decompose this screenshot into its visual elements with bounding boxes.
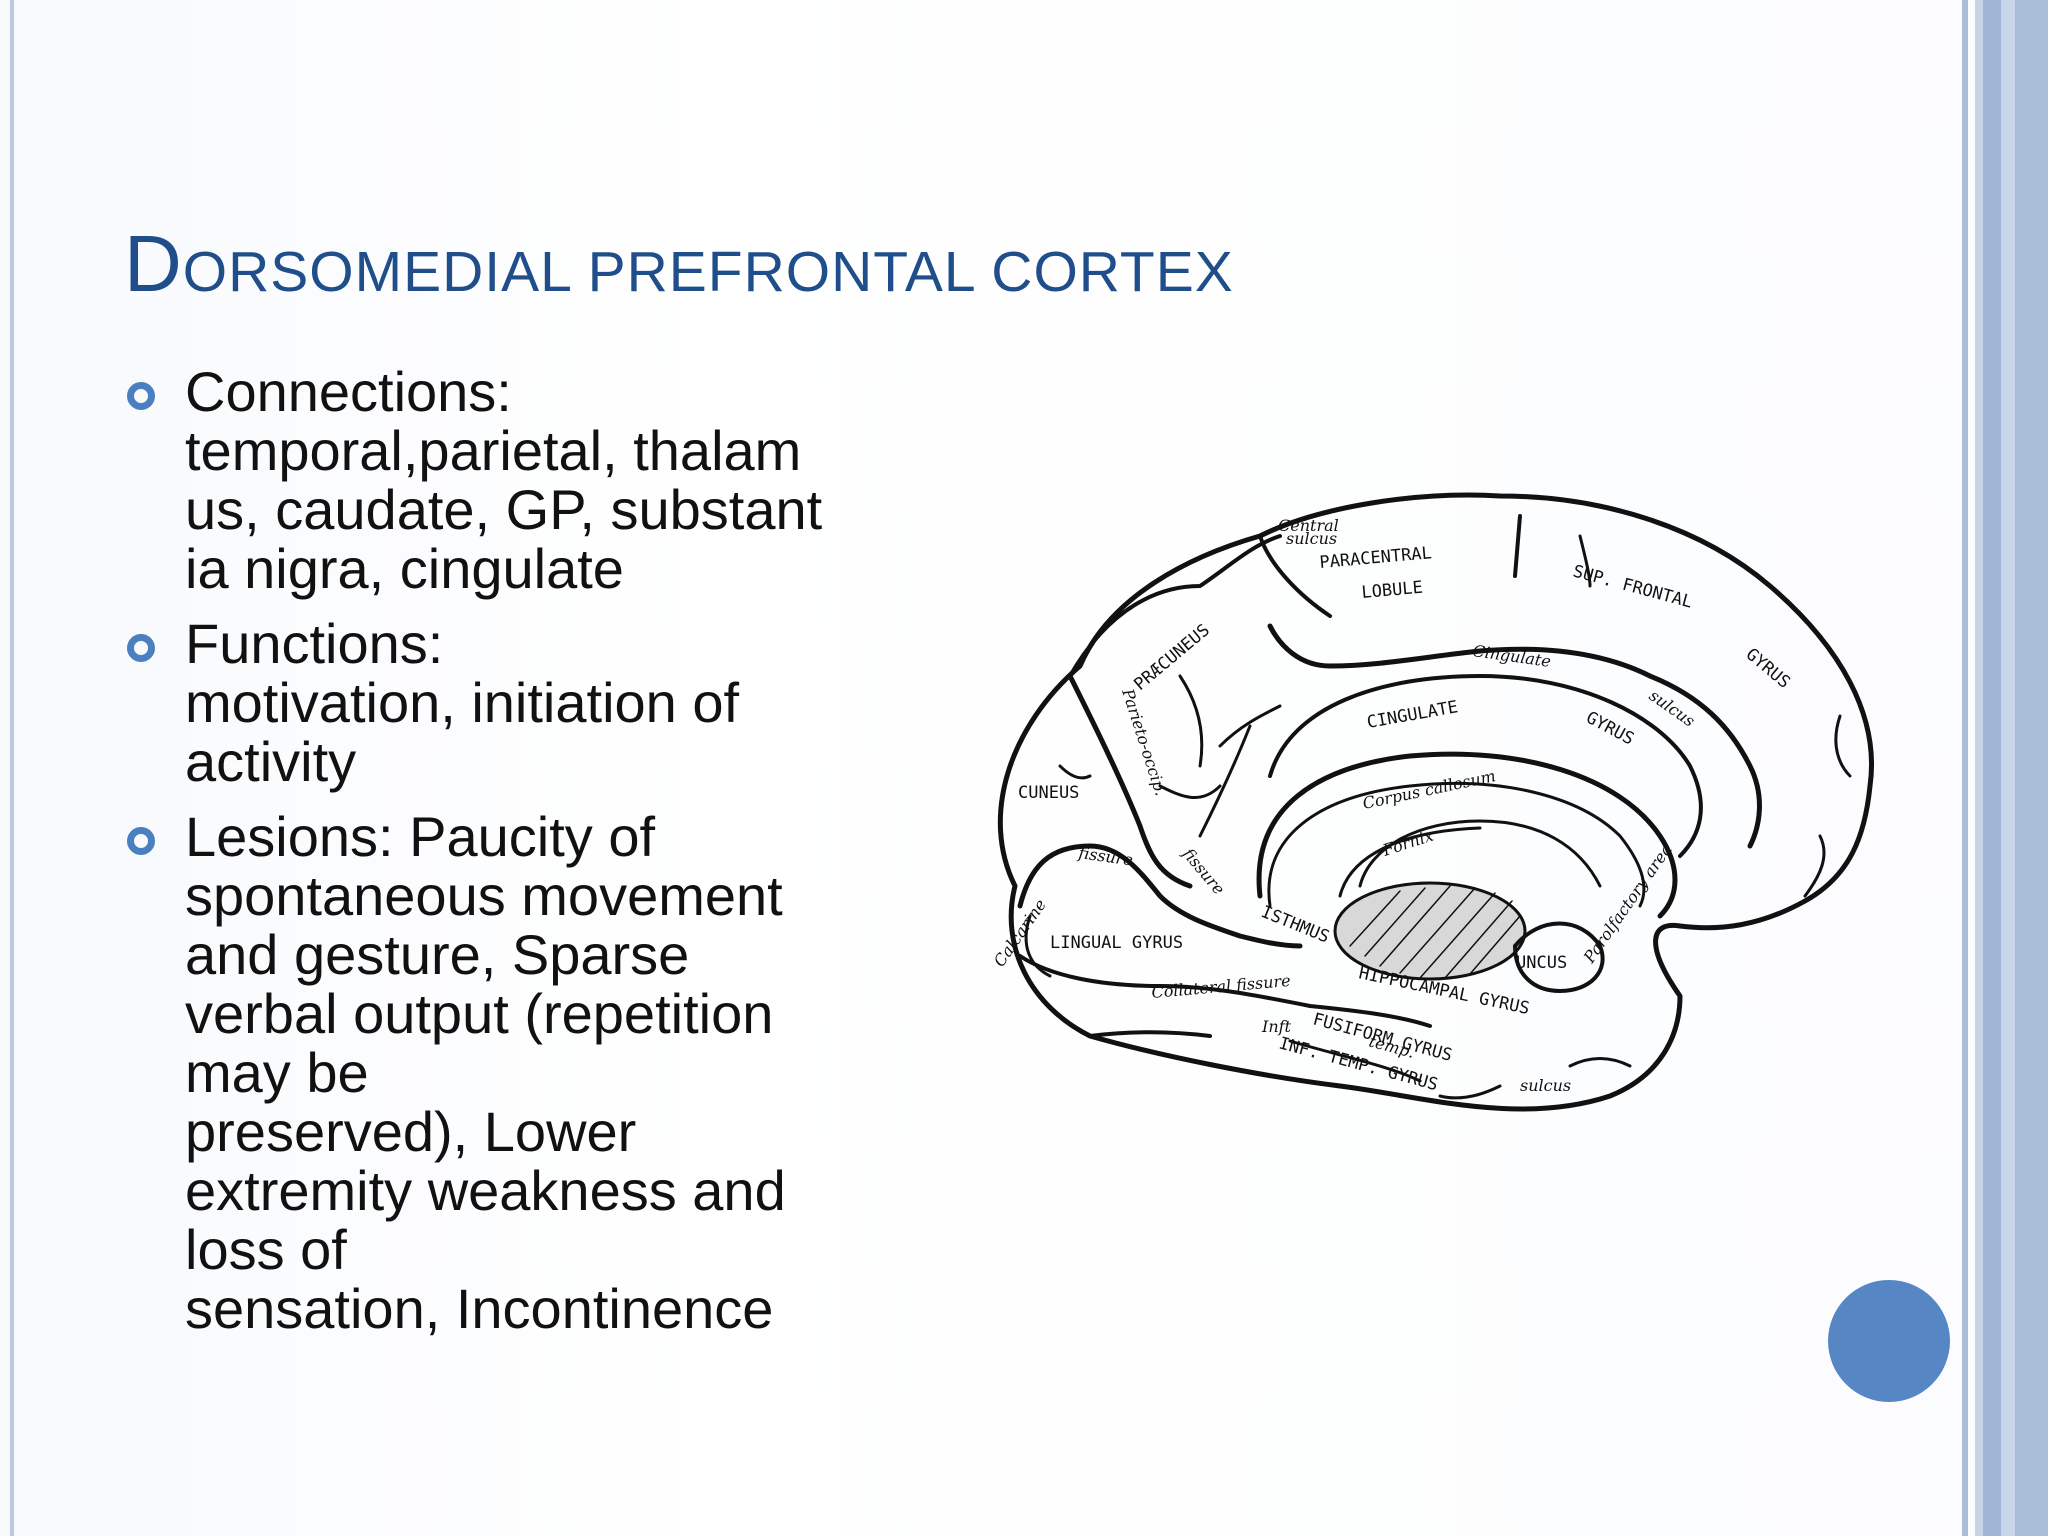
label-central-sulcus: Central — [1278, 516, 1339, 535]
label-fissure: fissure — [1076, 843, 1134, 870]
bullet-text: Connections: temporal,parietal, thalam u… — [185, 360, 823, 600]
bullet-text: Lesions: Paucity of spontaneous movement… — [185, 805, 786, 1340]
right-border-band — [2001, 0, 2015, 1536]
label-lobule: LOBULE — [1361, 578, 1424, 603]
label-praecuneus: PRÆCUNEUS — [1130, 620, 1213, 695]
label-parolfactory-area: Parolfactory area — [1579, 840, 1676, 967]
label-cingulate-sulcus: Cingulate — [1471, 641, 1552, 671]
brain-outline — [997, 492, 1874, 1112]
label-parieto-occip: Parieto-occip. — [1118, 685, 1171, 798]
label-cingulate-gyrus: GYRUS — [1583, 708, 1638, 750]
label-inft-temp-sulcus: Inft — [1261, 1017, 1292, 1036]
label-cingulate-gyrus: CINGULATE — [1365, 697, 1459, 733]
brain-medial-diagram: Central sulcus PARACENTRAL LOBULE SUP. F… — [960, 476, 1925, 1176]
bullet-connections: Connections: temporal,parietal, thalam u… — [125, 362, 915, 598]
bullet-ring-icon — [127, 827, 155, 855]
right-border-band — [1975, 0, 1983, 1536]
label-gyrus-top: GYRUS — [1742, 645, 1794, 693]
label-corpus-callosum: Corpus callosum — [1361, 766, 1497, 813]
brain-diagram-svg: Central sulcus PARACENTRAL LOBULE SUP. F… — [990, 492, 1874, 1112]
label-fornix: Fornix — [1379, 826, 1435, 860]
title-rest: ORSOMEDIAL PREFRONTAL CORTEX — [182, 240, 1234, 304]
label-inft-temp-sulcus: sulcus — [1520, 1076, 1571, 1095]
right-border-band — [2015, 0, 2048, 1536]
label-cuneus: CUNEUS — [1018, 783, 1079, 803]
label-fissure: fissure — [1178, 844, 1228, 899]
label-uncus: UNCUS — [1516, 953, 1567, 973]
bullet-list: Connections: temporal,parietal, thalam u… — [125, 362, 915, 1354]
right-border-band — [1983, 0, 2001, 1536]
title-initial: D — [124, 219, 183, 308]
bullet-lesions: Lesions: Paucity of spontaneous movement… — [125, 807, 915, 1338]
slide-title: DORSOMEDIAL PREFRONTAL CORTEX — [124, 218, 1234, 310]
bullet-ring-icon — [127, 634, 155, 662]
bullet-functions: Functions: motivation, initiation of act… — [125, 614, 915, 791]
label-central-sulcus: sulcus — [1286, 529, 1337, 548]
label-lingual-gyrus: LINGUAL GYRUS — [1050, 933, 1183, 953]
bullet-ring-icon — [127, 382, 155, 410]
right-border-band — [1962, 0, 1968, 1536]
label-cingulate-sulcus: sulcus — [1646, 686, 1699, 731]
bullet-text: Functions: motivation, initiation of act… — [185, 612, 740, 793]
left-border-rule — [10, 0, 14, 1536]
slide-corner-circle — [1828, 1280, 1950, 1402]
